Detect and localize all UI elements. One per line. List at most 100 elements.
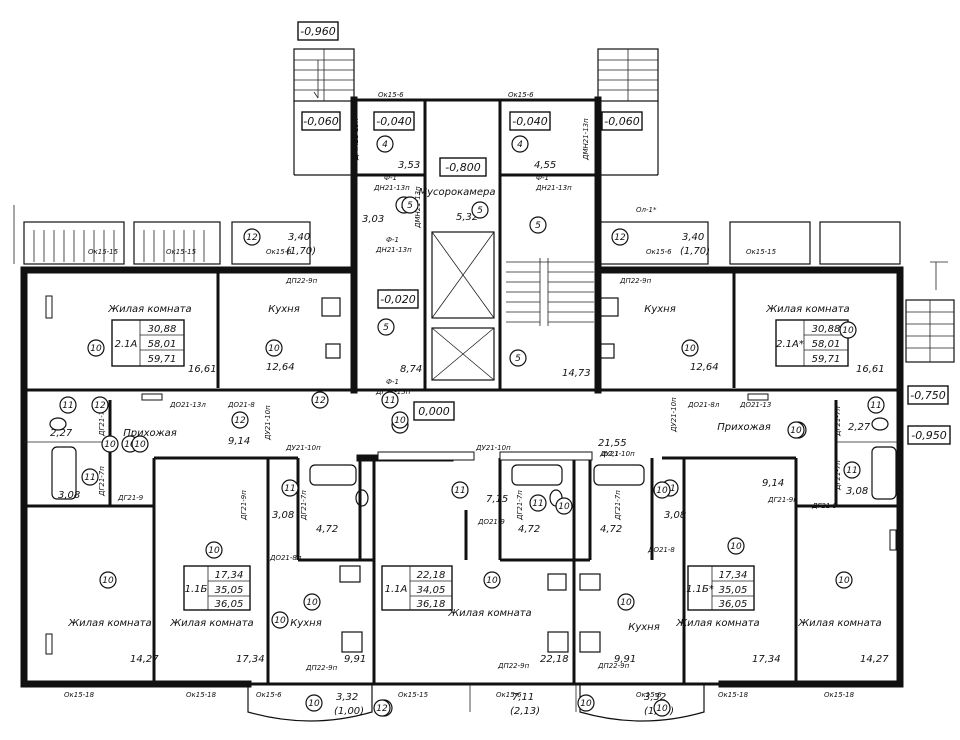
level-mark: -0,020 — [380, 293, 415, 306]
room-number-circle — [511, 135, 529, 153]
room-number: 11 — [84, 473, 95, 483]
element-mark: ДУ21-10п — [475, 444, 511, 452]
room-area: (2,13) — [510, 706, 540, 717]
room-number-circle — [281, 479, 299, 497]
room-number: 10 — [90, 344, 102, 354]
room-name: Прихожая — [123, 428, 177, 439]
room-number-circle — [867, 396, 885, 414]
level-mark: 0,000 — [418, 405, 450, 418]
room-number: 10 — [656, 704, 668, 714]
element-mark: Ок15-6 — [508, 91, 534, 99]
room-area: 3,40 — [682, 232, 704, 243]
room-area: 9,91 — [614, 654, 636, 665]
room-number-circle — [205, 541, 223, 559]
room-number: 12 — [614, 233, 626, 243]
element-mark: ДО21-8л — [269, 554, 302, 562]
room-number: 10 — [656, 486, 668, 496]
room-number-circle — [243, 228, 261, 246]
apartment-type: 2.1А — [115, 339, 138, 350]
room-name: Кухня — [644, 304, 676, 315]
element-mark: Ок15-6 — [636, 691, 662, 699]
element-marks: Ок15-6 Ок15-6 ДМН21-13п ДМН21-13п Ф-1 ДН… — [64, 91, 855, 699]
room-area: 16,61 — [856, 364, 885, 375]
element-mark: ДГ21-7п — [614, 490, 622, 521]
room-area: 3,08 — [664, 510, 686, 521]
element-mark: ДН21-13п — [375, 246, 412, 254]
element-mark: ф2,1 — [602, 450, 619, 458]
apartment-area: 17,34 — [215, 570, 244, 581]
room-name: Кухня — [290, 618, 322, 629]
element-mark: ДП22-9п — [619, 277, 652, 285]
room-area: 4,55 — [534, 160, 556, 171]
room-number: 10 — [558, 502, 570, 512]
room-number-circle — [787, 421, 805, 439]
element-mark: Ф-1 — [386, 236, 399, 244]
apartment-type: 2.1А* — [776, 339, 804, 350]
room-number: 4 — [517, 140, 523, 150]
room-number-circles: 4455555551212101010101010111111111010111… — [59, 135, 885, 717]
room-area: 5,32 — [456, 212, 478, 223]
room-number: 5 — [383, 323, 389, 333]
apartment-area: 59,71 — [812, 354, 841, 365]
stair-porches — [293, 48, 955, 363]
room-name: Прихожая — [717, 422, 771, 433]
room-area: 8,74 — [400, 364, 422, 375]
room-number-circle — [555, 497, 573, 515]
element-mark: Ф-1 — [384, 174, 397, 182]
room-area: (1,00) — [334, 706, 364, 717]
element-mark: ДО21-8л — [687, 401, 720, 409]
room-name: Жилая комната — [765, 304, 849, 315]
level-mark: -0,960 — [300, 25, 335, 38]
fixtures — [49, 297, 897, 653]
level-mark: -0,750 — [910, 389, 945, 402]
element-mark: Ок15-18 — [186, 691, 217, 699]
level-mark: -0,060 — [604, 115, 639, 128]
room-name: Кухня — [268, 304, 300, 315]
level-mark: -0,040 — [376, 115, 411, 128]
element-mark: Ок15-6 — [256, 691, 282, 699]
apartment-table: 2.1А* 30,88 58,01 59,71 — [775, 319, 849, 367]
room-number: 10 — [580, 699, 592, 709]
room-number-circle — [131, 435, 149, 453]
element-mark: ДМН21-13п — [582, 118, 590, 161]
apartment-area: 58,01 — [148, 339, 177, 350]
element-mark: Ок15-6 — [266, 248, 292, 256]
room-area: 16,61 — [188, 364, 217, 375]
element-mark: Ок15-18 — [64, 691, 95, 699]
room-area: 3,03 — [362, 214, 384, 225]
room-number-circle — [509, 349, 527, 367]
level-mark: -0,040 — [512, 115, 547, 128]
room-area: 17,34 — [236, 654, 265, 665]
room-number-circle — [483, 571, 501, 589]
room-number: 11 — [384, 396, 395, 406]
apartment-area: 34,05 — [417, 585, 446, 596]
room-area: 14,27 — [130, 654, 159, 665]
room-number-circle — [87, 339, 105, 357]
room-number: 12 — [376, 704, 388, 714]
room-area: 3,32 — [336, 692, 358, 703]
room-name: Кухня — [628, 622, 660, 633]
room-number-circle — [617, 593, 635, 611]
element-mark: ДУ21-10п — [599, 450, 635, 458]
room-number-circle — [681, 339, 699, 357]
room-area: 4,72 — [518, 524, 540, 535]
room-number-circle — [81, 468, 99, 486]
room-number-circle — [471, 201, 489, 219]
apartment-type: 1.1Б* — [686, 584, 714, 595]
room-area: 2,27 — [50, 428, 73, 439]
room-number: 10 — [842, 326, 854, 336]
element-mark: ДГ21-9п — [767, 496, 798, 504]
room-number: 10 — [124, 440, 136, 450]
element-mark: Ок15-15 — [398, 691, 429, 699]
room-area: 3,08 — [272, 510, 294, 521]
element-mark: Ок15-18 — [824, 691, 855, 699]
level-marks: -0,960 -0,060 -0,040 -0,040 -0,060 -0,80… — [297, 21, 951, 445]
element-mark: Ол-1* — [636, 206, 657, 214]
apartment-tables: 2.1А 30,88 58,01 59,71 2.1А* 30,88 58,01… — [111, 319, 849, 611]
apartment-area: 17,34 — [719, 570, 748, 581]
room-number-circle — [653, 699, 671, 717]
element-mark: Ф-1 — [386, 378, 399, 386]
room-area: 14,73 — [562, 368, 591, 379]
room-number-circle — [59, 396, 77, 414]
